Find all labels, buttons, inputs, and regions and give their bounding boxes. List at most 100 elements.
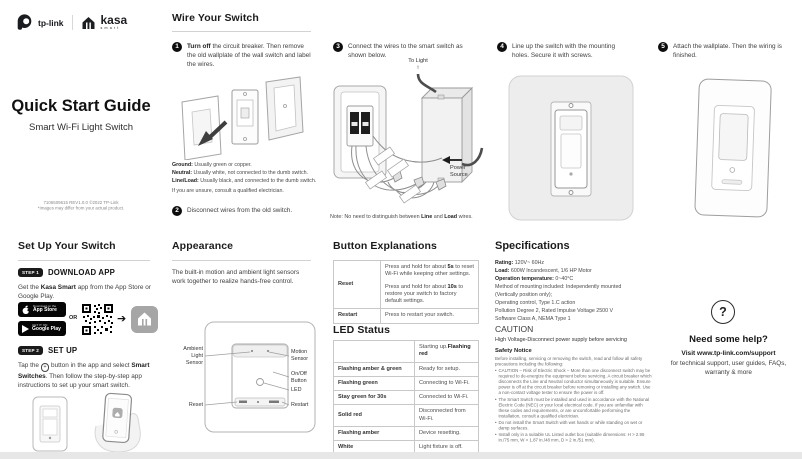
wire-step-2: 2 Disconnect wires from the old switch. <box>172 206 320 216</box>
wire-step-4: 4 Line up the switch with the mounting h… <box>497 42 631 60</box>
wire-step-3: 3 Connect the wires to the smart switch … <box>333 42 473 60</box>
led-status-cell: Flashing amber & green <box>333 361 415 377</box>
or-label: OR <box>69 315 78 321</box>
section-rule <box>18 260 150 261</box>
safety-notice-body: Before installing, servicing or removing… <box>495 356 653 443</box>
led-label: LED <box>291 387 302 393</box>
wire-your-switch-panel: Wire Your Switch 1 Turn off the circuit … <box>172 0 324 230</box>
step4-text: Line up the switch with the mounting hol… <box>512 43 616 60</box>
help-desc: for technical support, user guides, FAQs… <box>670 360 787 376</box>
set-up-heading: SET UP <box>47 346 78 355</box>
appearance-panel: Appearance The built-in motion and ambie… <box>172 236 324 454</box>
step1-badge: STEP 1 <box>18 268 43 277</box>
caution-title: CAUTION <box>495 324 534 334</box>
table-row: Stay green for 30s Connected to Wi-Fi. <box>333 390 479 406</box>
app-store-badge: Download on the App Store <box>18 302 66 317</box>
download-app-heading: DOWNLOAD APP <box>47 268 116 277</box>
download-app-text: Get the Kasa Smart app from the App Stor… <box>18 284 151 301</box>
step1-bold: Turn off <box>187 43 211 50</box>
switch-front-illustration <box>32 396 68 452</box>
led-meaning-cell: Disconnected from Wi-Fi. <box>414 404 479 427</box>
on-off-button-label: On/Off Button <box>291 371 307 384</box>
led-meaning-cell: Ready for setup. <box>414 361 479 377</box>
restart-label: Restart <box>291 402 309 408</box>
safety-item: Do not install the Smart Switch with wet… <box>495 420 653 431</box>
arrow-right-icon: ➔ <box>117 313 127 325</box>
step1-heading-row: STEP 1 DOWNLOAD APP <box>18 268 115 277</box>
step-number-badge: 2 <box>172 206 182 216</box>
unsure-note: If you are unsure, consult a qualified e… <box>172 187 284 194</box>
led-status-cell <box>333 340 415 363</box>
reset-cell: Reset <box>333 259 381 310</box>
kasa-wordmark: kasa smart <box>101 14 128 31</box>
table-row: Restart Press to restart your switch. <box>333 308 479 324</box>
wire-step5-panel: 5 Attach the wallplate. Then the wiring … <box>655 0 802 230</box>
safety-notice-title: Safety Notice <box>495 348 532 354</box>
wallplate-illustration <box>694 78 772 218</box>
specifications-panel: Specifications Rating: 120V~ 60Hz Load: … <box>495 236 653 454</box>
tplink-wordmark: tp-link <box>38 17 64 28</box>
to-light-label: To Light ↑ <box>394 58 442 71</box>
help-panel: ? Need some help? Visit www.tp-link.com/… <box>655 236 802 454</box>
wire-color-notes: Ground: Usually green or copper. Neutral… <box>172 161 324 195</box>
cover-subtitle: Smart Wi-Fi Light Switch <box>29 122 133 133</box>
led-meaning-cell: Device resetting. <box>414 425 479 442</box>
set-up-text: Tap the + button in the app and select S… <box>18 362 150 389</box>
button-explanations-table: Reset Press and hold for about 5s to res… <box>333 259 479 324</box>
question-icon: ? <box>711 300 735 324</box>
table-row: Reset Press and hold for about 5s to res… <box>333 259 479 310</box>
led-status-cell: Flashing amber <box>333 425 415 442</box>
lineload-text: Usually black, and connected to the dumb… <box>198 178 317 185</box>
brand-row: tp-link kasa smart <box>16 14 127 31</box>
wire-step-1: 1 Turn off the circuit breaker. Then rem… <box>172 42 311 69</box>
restart-desc-cell: Press to restart your switch. <box>380 308 479 324</box>
table-row: Solid red Disconnected from Wi-Fi. <box>333 404 479 427</box>
google-play-badge: GET IT ON Google Play <box>18 321 66 336</box>
caution-text: High Voltage-Disconnect power supply bef… <box>495 337 627 343</box>
kasa-app-icon <box>131 306 158 333</box>
footnote-images: *Images may differ from your actual prod… <box>37 205 125 211</box>
apple-icon <box>22 305 30 314</box>
wire-step-5: 5 Attach the wallplate. Then the wiring … <box>658 42 796 60</box>
led-meaning-cell: Starting up.Flashing red <box>414 340 479 363</box>
line-load-note: Note: No need to distinguish between Lin… <box>330 214 473 220</box>
led-status-cell: Solid red <box>333 404 415 427</box>
kasa-smart-text: smart <box>100 26 121 31</box>
button-explanations-panel: Button Explanations Reset Press and hold… <box>333 236 481 456</box>
plus-icon: + <box>40 363 50 372</box>
table-row: Flashing amber & green Ready for setup. <box>333 361 479 377</box>
step1-text: the circuit breaker. Then remove the old… <box>187 43 311 69</box>
wire-section-title: Wire Your Switch <box>172 12 259 24</box>
app-download-row: Download on the App Store GET IT ON Goog… <box>18 302 163 340</box>
step2-text: Disconnect wires from the old switch. <box>187 207 293 214</box>
power-source-label: Power Source <box>450 165 468 178</box>
safety-item: CAUTION – Risk of Electric Shock – More … <box>495 368 653 396</box>
lineload-label: Line/Load: <box>172 178 199 185</box>
led-status-cell: Flashing green <box>333 375 415 392</box>
up-arrow-icon: ↑ <box>416 63 420 71</box>
kasa-house-icon <box>82 16 94 29</box>
brand-divider <box>71 15 73 30</box>
step5-text: Attach the wallplate. Then the wiring is… <box>673 43 782 60</box>
wire-step4-panel: 4 Line up the switch with the mounting h… <box>495 0 647 230</box>
cover-title: Quick Start Guide <box>11 97 151 115</box>
led-status-table: Starting up.Flashing red Flashing amber … <box>333 340 479 456</box>
step2-badge: STEP 2 <box>18 346 43 355</box>
button-explanations-title: Button Explanations <box>333 240 437 252</box>
play-icon <box>22 324 29 333</box>
qr-code <box>81 303 114 336</box>
led-meaning-cell: Connecting to Wi-Fi. <box>414 375 479 392</box>
wire-step3-panel: 3 Connect the wires to the smart switch … <box>330 0 485 230</box>
page-edge-strip <box>0 452 802 459</box>
table-row: Flashing green Connecting to Wi-Fi. <box>333 375 479 392</box>
mount-switch-illustration <box>508 75 634 221</box>
safety-intro: Before installing, servicing or removing… <box>495 356 643 367</box>
wiring-diagram-illustration <box>333 73 484 204</box>
setup-panel: Set Up Your Switch STEP 1 DOWNLOAD APP G… <box>18 236 163 454</box>
appearance-desc: The built-in motion and ambient light se… <box>172 269 300 286</box>
led-meaning-cell: Connected to Wi-Fi. <box>414 390 479 406</box>
appearance-section-title: Appearance <box>172 240 234 252</box>
step-number-badge: 3 <box>333 42 343 52</box>
reset-label: Reset <box>188 402 203 408</box>
